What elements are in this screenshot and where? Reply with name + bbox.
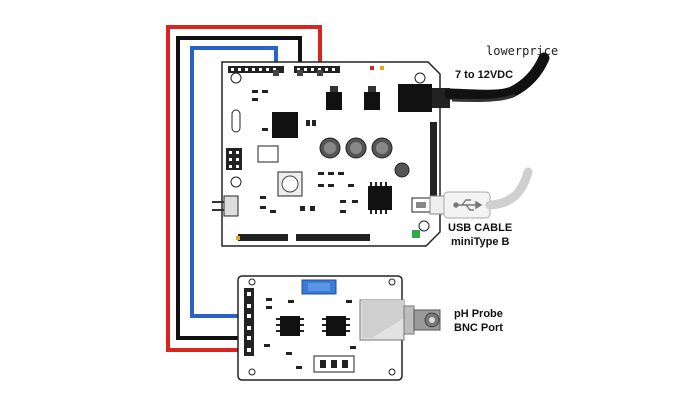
bottom-header-left	[238, 234, 288, 241]
side-header	[430, 122, 437, 196]
ph-label-line1: pH Probe	[454, 308, 503, 320]
bnc-connector-icon	[359, 299, 441, 341]
crystal	[231, 109, 241, 133]
usb-serial-chip	[368, 186, 392, 210]
red-wire	[166, 25, 322, 352]
bottom-header-right	[296, 234, 370, 241]
ph-pin-header	[244, 288, 254, 356]
power-led	[412, 230, 420, 238]
ph-interface-board	[237, 275, 441, 381]
top-header-left	[228, 66, 284, 73]
power-label: 7 to 12VDC	[455, 69, 514, 81]
dc-barrel-jack-icon	[398, 52, 550, 112]
usb-label-line1: USB CABLE	[448, 222, 513, 234]
usb-label-line2: miniType B	[451, 236, 510, 248]
usb-icon	[453, 199, 483, 211]
capacitors	[319, 137, 410, 178]
regulator-1	[326, 92, 342, 110]
controller-board	[212, 61, 441, 247]
wires	[166, 25, 322, 352]
side-connector	[223, 195, 239, 217]
top-header-right	[294, 66, 340, 73]
regulator-2	[364, 92, 380, 110]
icsp-header	[226, 148, 242, 170]
microcontroller-chip	[272, 112, 298, 138]
blue-wire	[190, 46, 278, 318]
watermark: lowerprice	[486, 44, 559, 58]
op-amp-2	[326, 316, 346, 336]
op-amp-1	[280, 316, 300, 336]
ph-label-line2: BNC Port	[454, 322, 503, 334]
black-wire	[176, 36, 302, 340]
